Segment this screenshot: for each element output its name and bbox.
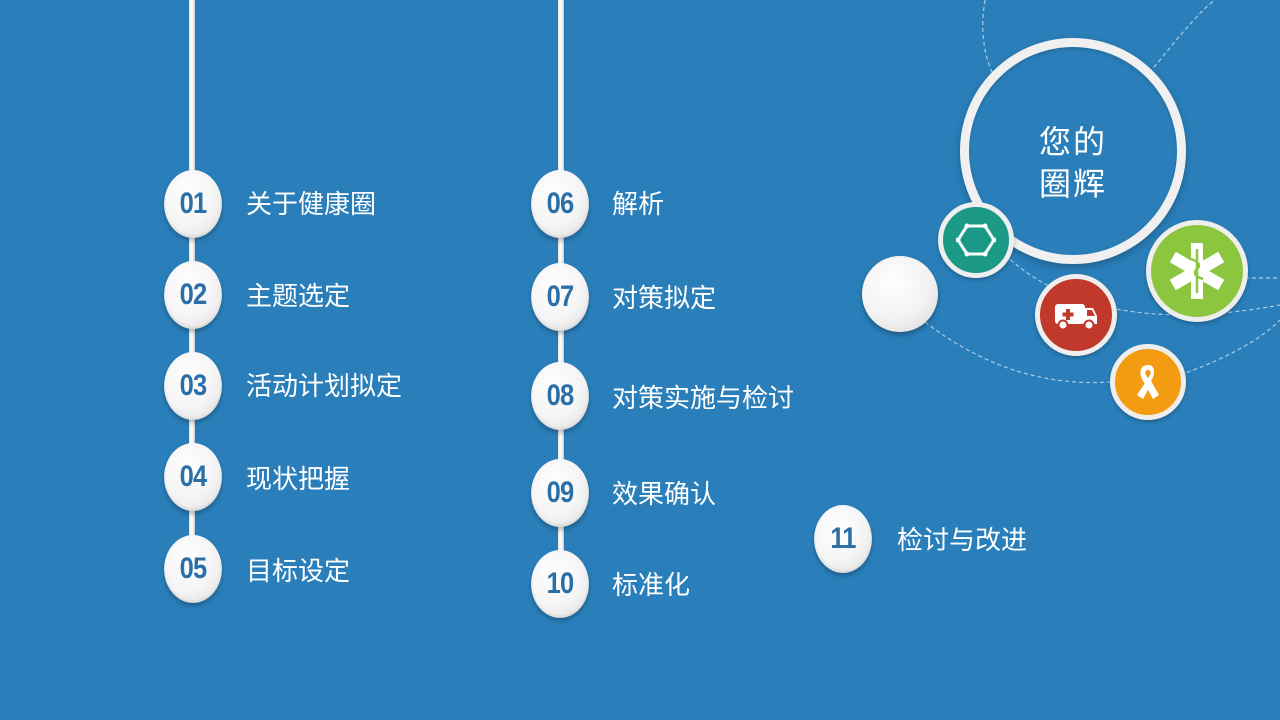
item-number-10: 10 xyxy=(531,550,589,618)
item-label-07: 对策拟定 xyxy=(612,284,717,314)
item-number-05: 05 xyxy=(164,535,222,603)
item-label-08: 对策实施与检讨 xyxy=(612,384,795,414)
item-label-01: 关于健康圈 xyxy=(246,190,377,220)
item-number-09: 09 xyxy=(531,459,589,527)
hexagon-icon xyxy=(938,202,1014,278)
item-label-11: 检讨与改进 xyxy=(897,526,1028,556)
item-number-01: 01 xyxy=(164,170,222,238)
item-number-11: 11 xyxy=(814,505,872,573)
item-number-02: 02 xyxy=(164,261,222,329)
circle-title-line2: 圈辉 xyxy=(1038,165,1107,203)
blank-circle xyxy=(862,256,938,332)
item-label-04: 现状把握 xyxy=(246,465,351,495)
item-label-10: 标准化 xyxy=(612,571,691,601)
item-label-02: 主题选定 xyxy=(246,282,351,312)
item-number-03: 03 xyxy=(164,352,222,420)
item-label-05: 目标设定 xyxy=(246,557,351,587)
item-label-09: 效果确认 xyxy=(612,480,717,510)
item-label-03: 活动计划拟定 xyxy=(246,372,403,402)
ambulance-icon xyxy=(1035,274,1117,356)
item-number-08: 08 xyxy=(531,362,589,430)
item-number-04: 04 xyxy=(164,443,222,511)
circle-title-line1: 您的 xyxy=(1038,123,1107,161)
item-label-06: 解析 xyxy=(612,190,665,220)
main-circle: 您的 圈辉 xyxy=(960,38,1186,264)
item-number-07: 07 xyxy=(531,263,589,331)
item-number-06: 06 xyxy=(531,170,589,238)
ribbon-icon xyxy=(1110,344,1186,420)
medical-star-icon xyxy=(1146,220,1248,322)
